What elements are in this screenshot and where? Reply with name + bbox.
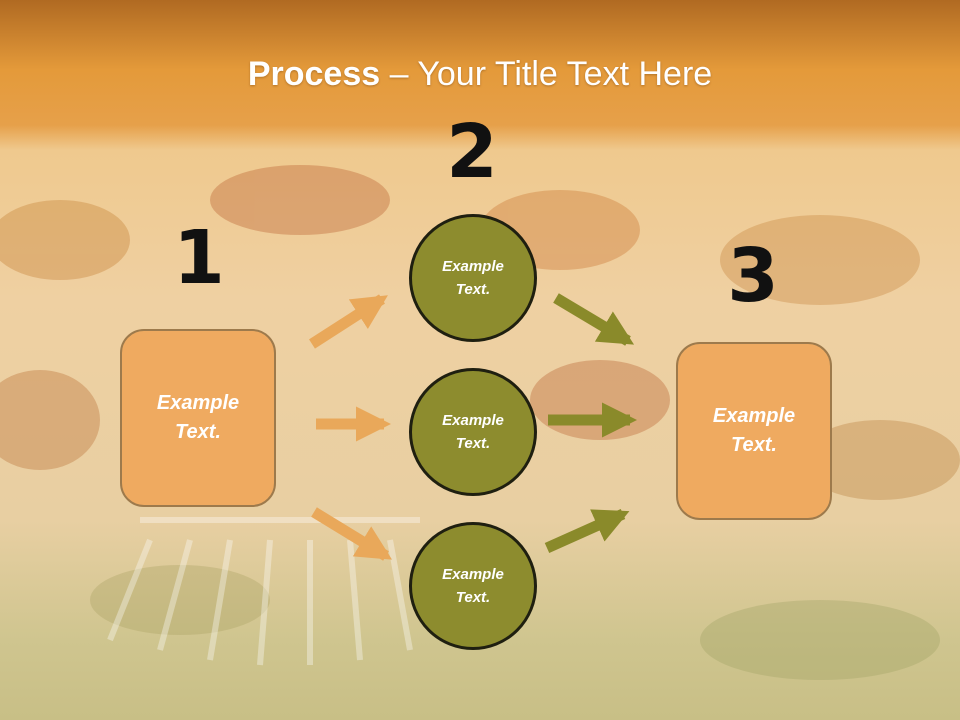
step-2-circle-middle: Example Text. — [409, 368, 537, 496]
slide-title: Process – Your Title Text Here — [0, 52, 960, 96]
step-2-number: 2 — [446, 109, 498, 195]
rake-shape — [107, 517, 420, 666]
step-1-box: Example Text. — [120, 329, 276, 507]
title-bold: Process — [247, 55, 381, 93]
step-1-number: 1 — [173, 215, 225, 301]
step-2-circle-top: Example Text. — [409, 214, 537, 342]
step-3-number: 3 — [727, 233, 779, 319]
title-rest: – Your Title Text Here — [380, 55, 713, 93]
step-2-circle-bottom: Example Text. — [409, 522, 537, 650]
step-3-box: Example Text. — [676, 342, 832, 520]
